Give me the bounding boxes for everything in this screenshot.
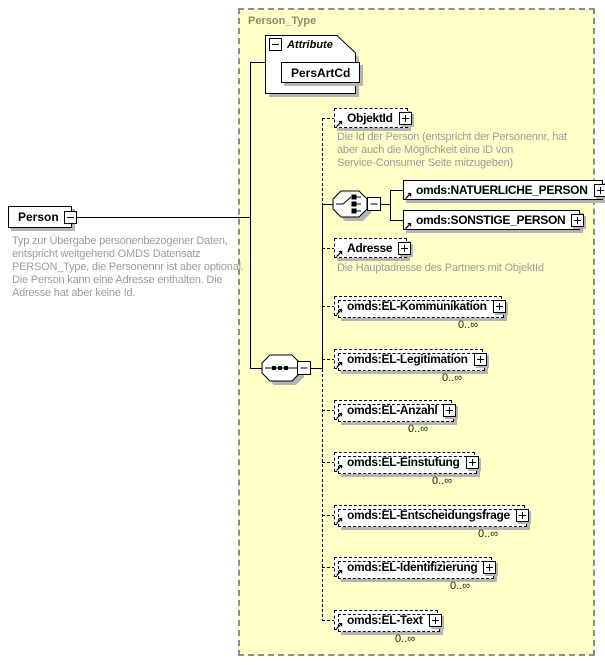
element-label: omds:EL-Anzahl [347, 403, 438, 417]
element-el-entscheidungsfrage[interactable]: ↗ omds:EL-Entscheidungsfrage [334, 505, 529, 527]
cardinality-label: 0..∞ [408, 423, 429, 435]
reference-arrow-icon: ↗ [335, 411, 344, 422]
attribute-section-label: Attribute [287, 38, 333, 51]
reference-arrow-icon: ↗ [404, 191, 413, 202]
el-text-expand-icon[interactable] [428, 613, 442, 627]
reference-arrow-icon: ↗ [335, 516, 344, 527]
sequence-icon [265, 366, 297, 370]
element-label: omds:SONSTIGE_PERSON [416, 213, 566, 227]
el-legitimation-expand-icon[interactable] [473, 352, 487, 366]
cardinality-label: 0..∞ [478, 528, 499, 540]
container-title: Person_Type [248, 15, 317, 27]
element-label: omds:NATUERLICHE_PERSON [416, 183, 588, 197]
element-label: omds:EL-Legitimation [347, 352, 468, 366]
element-label: omds:EL-Einstufung [347, 455, 460, 469]
cardinality-label: 0..∞ [395, 633, 416, 645]
reference-arrow-icon: ↗ [335, 307, 344, 318]
element-adresse[interactable]: ↗ Adresse [334, 238, 412, 260]
reference-arrow-icon: ↗ [335, 621, 344, 632]
el-kommunikation-expand-icon[interactable] [492, 299, 506, 313]
choice-indicator[interactable] [330, 188, 394, 222]
reference-arrow-icon: ↗ [335, 568, 344, 579]
person-collapse-icon[interactable] [63, 210, 77, 224]
element-label: omds:EL-Kommunikation [347, 299, 487, 313]
attribute-section[interactable]: Attribute [269, 38, 333, 51]
element-el-legitimation[interactable]: ↗ omds:EL-Legitimation [334, 349, 487, 371]
element-label: Person [18, 210, 59, 224]
adresse-annotation: Die Hauptadresse des Partners mit Objekt… [337, 262, 544, 274]
attribute-collapse-icon[interactable] [269, 38, 282, 51]
cardinality-label: 0..∞ [442, 372, 463, 384]
cardinality-label: 0..∞ [450, 580, 471, 592]
element-label: Adresse [347, 241, 393, 255]
cardinality-label: 0..∞ [458, 319, 479, 331]
reference-arrow-icon: ↗ [335, 360, 344, 371]
element-label: ObjektId [347, 111, 393, 125]
cardinality-label: 0..∞ [432, 475, 453, 487]
objektid-expand-icon[interactable] [398, 111, 412, 125]
reference-arrow-icon: ↗ [335, 119, 344, 130]
element-objektid[interactable]: ↗ ObjektId [334, 108, 412, 130]
el-entscheidungsfrage-expand-icon[interactable] [515, 508, 529, 522]
person-type-container: Person_Type [238, 8, 595, 656]
choice-icon [336, 194, 361, 214]
element-el-text[interactable]: ↗ omds:EL-Text [334, 610, 442, 632]
element-el-identifizierung[interactable]: ↗ omds:EL-Identifizierung [334, 557, 497, 579]
el-identifizierung-expand-icon[interactable] [483, 560, 497, 574]
element-label: omds:EL-Identifizierung [347, 560, 478, 574]
element-el-anzahl[interactable]: ↗ omds:EL-Anzahl [334, 400, 457, 422]
reference-arrow-icon: ↗ [335, 463, 344, 474]
element-el-einstufung[interactable]: ↗ omds:EL-Einstufung [334, 452, 479, 474]
person-annotation: Typ zur Übergabe personenbezogener Daten… [12, 235, 244, 299]
adresse-expand-icon[interactable] [398, 241, 412, 255]
element-el-kommunikation[interactable]: ↗ omds:EL-Kommunikation [334, 296, 506, 318]
element-natuerliche-person[interactable]: ↗ omds:NATUERLICHE_PERSON [403, 180, 605, 202]
sequence-collapse-icon[interactable] [297, 361, 311, 375]
attribute-persartcd[interactable]: PersArtCd [281, 62, 361, 83]
element-person[interactable]: Person [8, 206, 77, 228]
el-einstufung-expand-icon[interactable] [465, 455, 479, 469]
natuerliche-person-expand-icon[interactable] [593, 183, 605, 197]
element-sonstige-person[interactable]: ↗ omds:SONSTIGE_PERSON [403, 210, 585, 232]
element-label: omds:EL-Entscheidungsfrage [347, 508, 510, 522]
element-label: omds:EL-Text [347, 613, 423, 627]
el-anzahl-expand-icon[interactable] [443, 403, 457, 417]
objektid-annotation: Die Id der Person (entspricht der Person… [337, 131, 567, 169]
reference-arrow-icon: ↗ [404, 221, 413, 232]
attribute-label: PersArtCd [291, 65, 351, 80]
choice-collapse-icon[interactable] [367, 197, 381, 211]
sonstige-person-expand-icon[interactable] [571, 213, 585, 227]
sequence-indicator[interactable] [259, 352, 319, 386]
reference-arrow-icon: ↗ [335, 249, 344, 260]
